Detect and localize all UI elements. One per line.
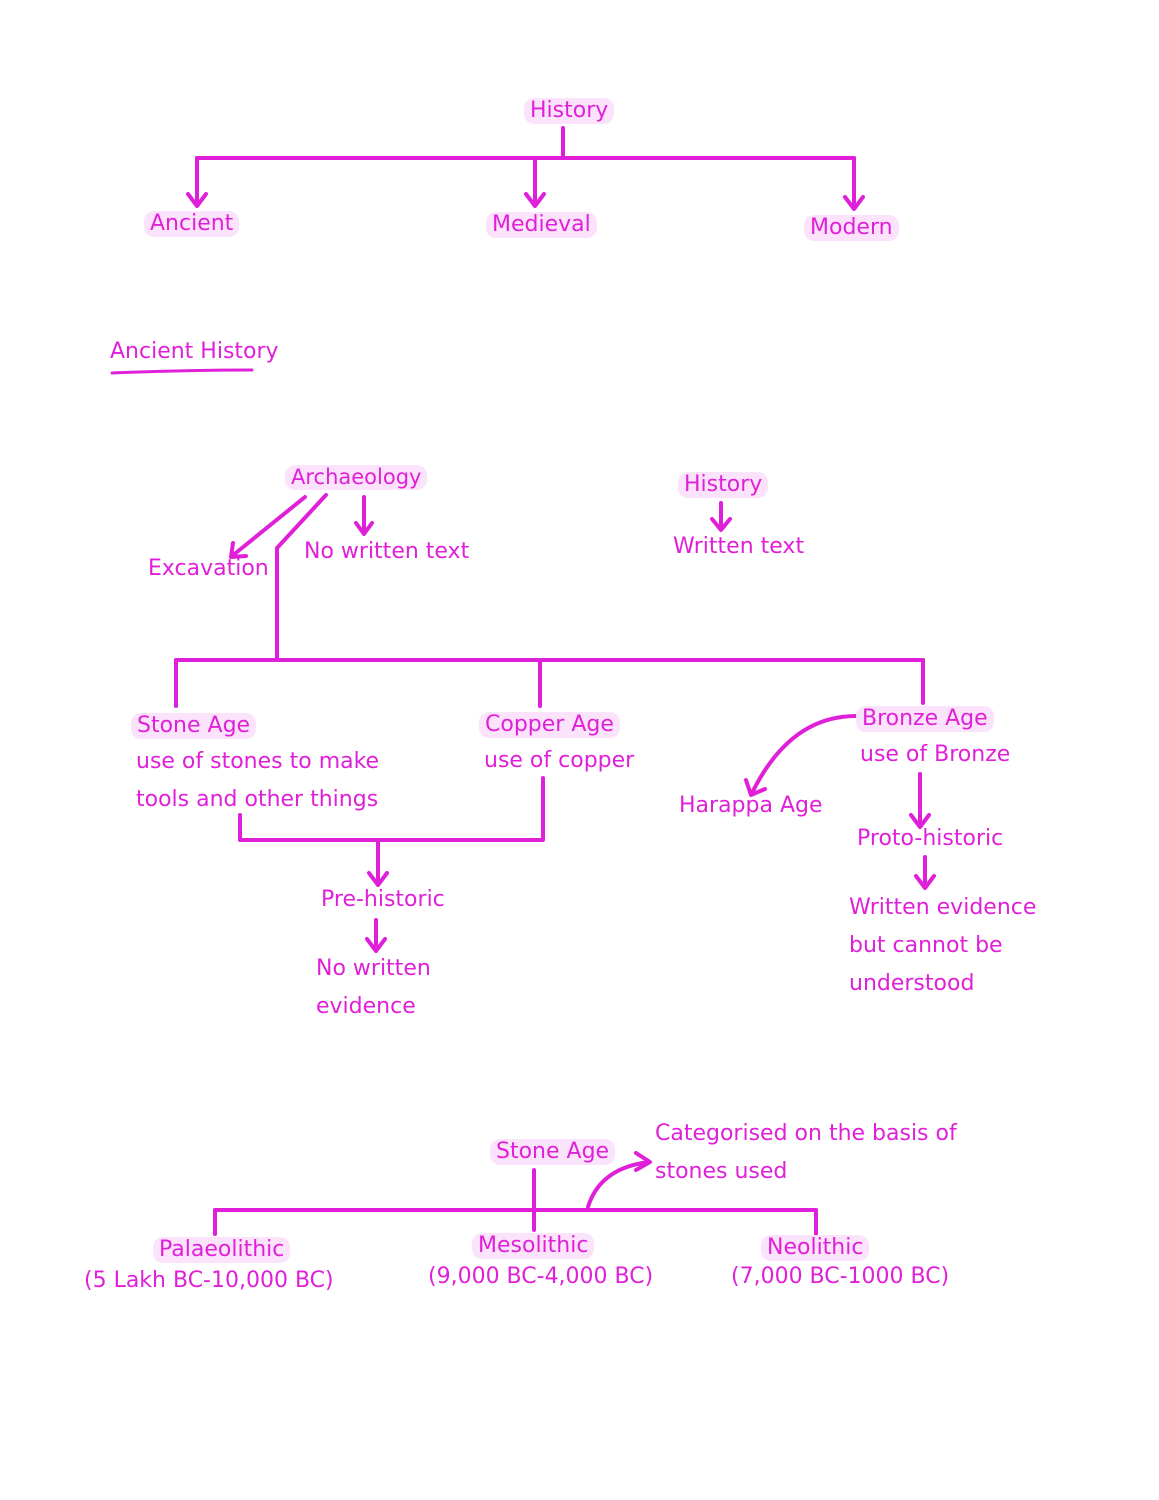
label-history-source: History [678,472,769,498]
label-neolithic-range: (7,000 BC-1000 BC) [731,1264,950,1289]
connector-harappa [750,714,858,795]
arrowhead-excavation [229,541,248,559]
arrowhead-proto-desc [914,874,936,890]
label-mesolithic: Mesolithic [472,1233,595,1259]
label-proto-desc-2: but cannot be [849,933,1003,958]
arrowhead-pre-historic [367,871,389,887]
arrowhead-harappa [744,778,767,797]
connector-archaeology-down [275,493,328,660]
arrowhead-proto-historic [909,813,931,829]
label-written-text: Written text [673,534,805,559]
arrowhead-categorised-note [634,1151,652,1172]
label-proto-desc-3: understood [849,971,975,996]
arrowhead-modern [843,195,865,211]
label-history-root: History [524,98,615,124]
heading-ancient-history: Ancient History [110,339,279,364]
label-bronze-desc: use of Bronze [860,742,1011,767]
label-stone-desc-1: use of stones to make [136,749,380,774]
label-excavation: Excavation [148,556,269,581]
label-proto-historic: Proto-historic [857,826,1004,851]
label-palaeolithic: Palaeolithic [153,1237,291,1263]
connector-prehistoric-merge [238,776,545,842]
label-palaeolithic-range: (5 Lakh BC-10,000 BC) [84,1268,334,1293]
label-pre-historic: Pre-historic [321,887,445,912]
label-stone-desc-2: tools and other things [136,787,379,812]
label-pre-desc-1: No written [316,956,431,981]
label-neolithic: Neolithic [761,1235,870,1261]
label-archaeology: Archaeology [285,465,428,490]
label-medieval: Medieval [486,212,597,238]
label-pre-desc-2: evidence [316,994,416,1019]
heading-underline [110,368,254,375]
label-modern: Modern [804,215,899,241]
label-proto-desc-1: Written evidence [849,895,1037,920]
arrowhead-written-text [710,517,732,532]
label-stone-age: Stone Age [131,713,257,739]
arrowhead-no-written-text [354,521,374,536]
label-harappa-age: Harappa Age [679,793,823,818]
label-mesolithic-range: (9,000 BC-4,000 BC) [428,1264,654,1289]
connector-excavation [230,495,307,558]
label-stone-age-root: Stone Age [490,1139,616,1165]
label-categorised-1: Categorised on the basis of [655,1121,957,1146]
label-categorised-2: stones used [655,1159,788,1184]
arrowhead-ancient [186,192,208,208]
arrowhead-medieval [524,192,546,208]
label-no-written-text: No written text [304,539,470,564]
label-copper-age: Copper Age [479,712,620,738]
label-bronze-age: Bronze Age [856,706,994,732]
arrowhead-pre-desc [365,937,387,953]
label-ancient: Ancient [144,211,240,237]
label-copper-desc: use of copper [484,748,635,773]
connector-categorised-note [586,1160,651,1209]
